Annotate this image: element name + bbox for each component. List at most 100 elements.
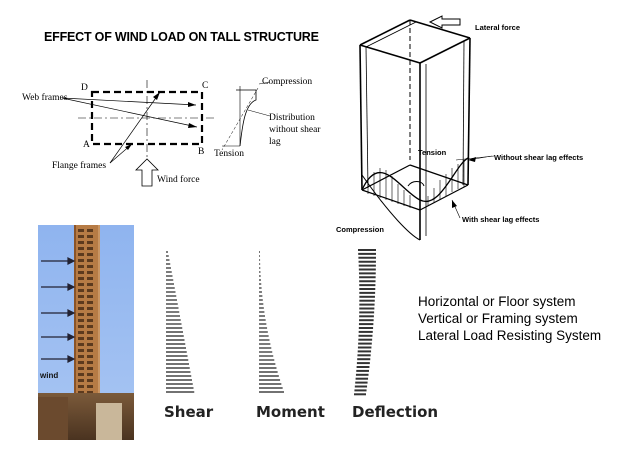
tower-window xyxy=(87,349,93,352)
web-frames-arrow-2 xyxy=(61,97,197,106)
distribution-line-2: without shear xyxy=(269,125,321,135)
slide-title: EFFECT OF WIND LOAD ON TALL STRUCTURE xyxy=(44,30,319,44)
tower-window xyxy=(87,235,93,238)
lateral-force-label: Lateral force xyxy=(475,23,521,32)
tower-window xyxy=(78,331,84,334)
wind-label: wind xyxy=(40,371,59,380)
tower-window xyxy=(87,325,93,328)
moment-label: Moment xyxy=(256,403,325,421)
city-building-left xyxy=(38,397,68,440)
wind-force-label: Wind force xyxy=(157,175,200,185)
tension-label-tube: Tension xyxy=(418,148,447,157)
tower-window xyxy=(78,385,84,388)
system-item: Lateral Load Resisting System xyxy=(418,328,602,343)
tower-window xyxy=(87,283,93,286)
wind-force-arrow xyxy=(135,158,159,187)
wind-arrows xyxy=(41,257,76,363)
tower-window xyxy=(87,343,93,346)
tower-window xyxy=(78,271,84,274)
with-shear-lag-label: With shear lag effects xyxy=(462,215,540,224)
distribution-label: Distribution without shear lag xyxy=(269,112,320,148)
tower-window xyxy=(87,301,93,304)
shear-profile xyxy=(166,251,195,393)
deflection-label: Deflection xyxy=(352,403,439,421)
flange-frames-label: Flange frames xyxy=(52,161,107,171)
tall-building-photo: wind xyxy=(38,225,134,440)
tower-window xyxy=(78,343,84,346)
tower-window xyxy=(87,367,93,370)
tower-window xyxy=(78,313,84,316)
tower-window xyxy=(87,385,93,388)
web-frames-label: Web frames xyxy=(22,93,68,103)
tower-window xyxy=(87,265,93,268)
flange-frames-arrow-1 xyxy=(109,91,161,164)
tower-window xyxy=(78,379,84,382)
tower-window xyxy=(87,331,93,334)
tower-window xyxy=(78,289,84,292)
tower-window xyxy=(78,241,84,244)
tower-window xyxy=(87,253,93,256)
tower-window xyxy=(78,253,84,256)
tower-window xyxy=(78,355,84,358)
tower-windows xyxy=(78,229,93,394)
tower-window xyxy=(78,265,84,268)
moment-profile xyxy=(259,251,284,393)
tower-window xyxy=(78,325,84,328)
city-building-light xyxy=(96,403,122,440)
tower-window xyxy=(87,241,93,244)
web-frames-arrow-1 xyxy=(61,97,198,128)
tower-window xyxy=(87,277,93,280)
tower-window xyxy=(87,229,93,232)
tower-window xyxy=(87,259,93,262)
rotation-arrow xyxy=(407,181,425,187)
tower-window xyxy=(87,391,93,394)
system-item: Horizontal or Floor system xyxy=(418,294,576,309)
distribution-line-3: lag xyxy=(269,137,281,147)
tower-window xyxy=(87,295,93,298)
tower-window xyxy=(87,313,93,316)
tower-window xyxy=(78,301,84,304)
tower-window xyxy=(87,379,93,382)
without-shear-lag-label: Without shear lag effects xyxy=(494,153,584,162)
tower-window xyxy=(87,289,93,292)
tower-window xyxy=(78,283,84,286)
plan-diagram xyxy=(61,80,271,187)
stress-distribution-curve xyxy=(361,157,469,203)
tower-window xyxy=(78,259,84,262)
tower-window xyxy=(87,373,93,376)
tower-window xyxy=(87,307,93,310)
tower-window xyxy=(78,373,84,376)
tower-window xyxy=(78,391,84,394)
tower-window xyxy=(78,277,84,280)
shear-lag-stress-curve xyxy=(236,89,257,147)
compression-label-tube: Compression xyxy=(336,225,384,234)
tower-window xyxy=(87,247,93,250)
tower-window xyxy=(78,247,84,250)
distribution-line-1: Distribution xyxy=(269,113,315,123)
tower-window xyxy=(78,319,84,322)
tower-window xyxy=(87,355,93,358)
corner-c-label: C xyxy=(202,81,209,91)
stress-distribution-curve-2 xyxy=(361,174,421,241)
compression-label: Compression xyxy=(262,77,313,87)
tower-window xyxy=(87,361,93,364)
shear-label: Shear xyxy=(164,403,214,421)
corner-b-label: B xyxy=(198,147,205,157)
tower-window xyxy=(78,235,84,238)
tube-diagram xyxy=(359,15,495,241)
tower-window xyxy=(78,295,84,298)
tower-window xyxy=(78,349,84,352)
tower-window xyxy=(78,307,84,310)
tower-window xyxy=(87,319,93,322)
deflection-profile xyxy=(354,249,376,396)
corner-d-label: D xyxy=(81,83,88,93)
tower-window xyxy=(87,337,93,340)
tower-window xyxy=(78,229,84,232)
tower-window xyxy=(87,271,93,274)
linear-stress-line xyxy=(221,87,259,151)
tension-label-plan: Tension xyxy=(214,149,244,159)
lateral-force-arrow xyxy=(428,15,461,29)
systems-list: Horizontal or Floor system Vertical or F… xyxy=(418,293,601,344)
corner-a-label: A xyxy=(83,140,90,150)
system-item: Vertical or Framing system xyxy=(418,311,578,326)
